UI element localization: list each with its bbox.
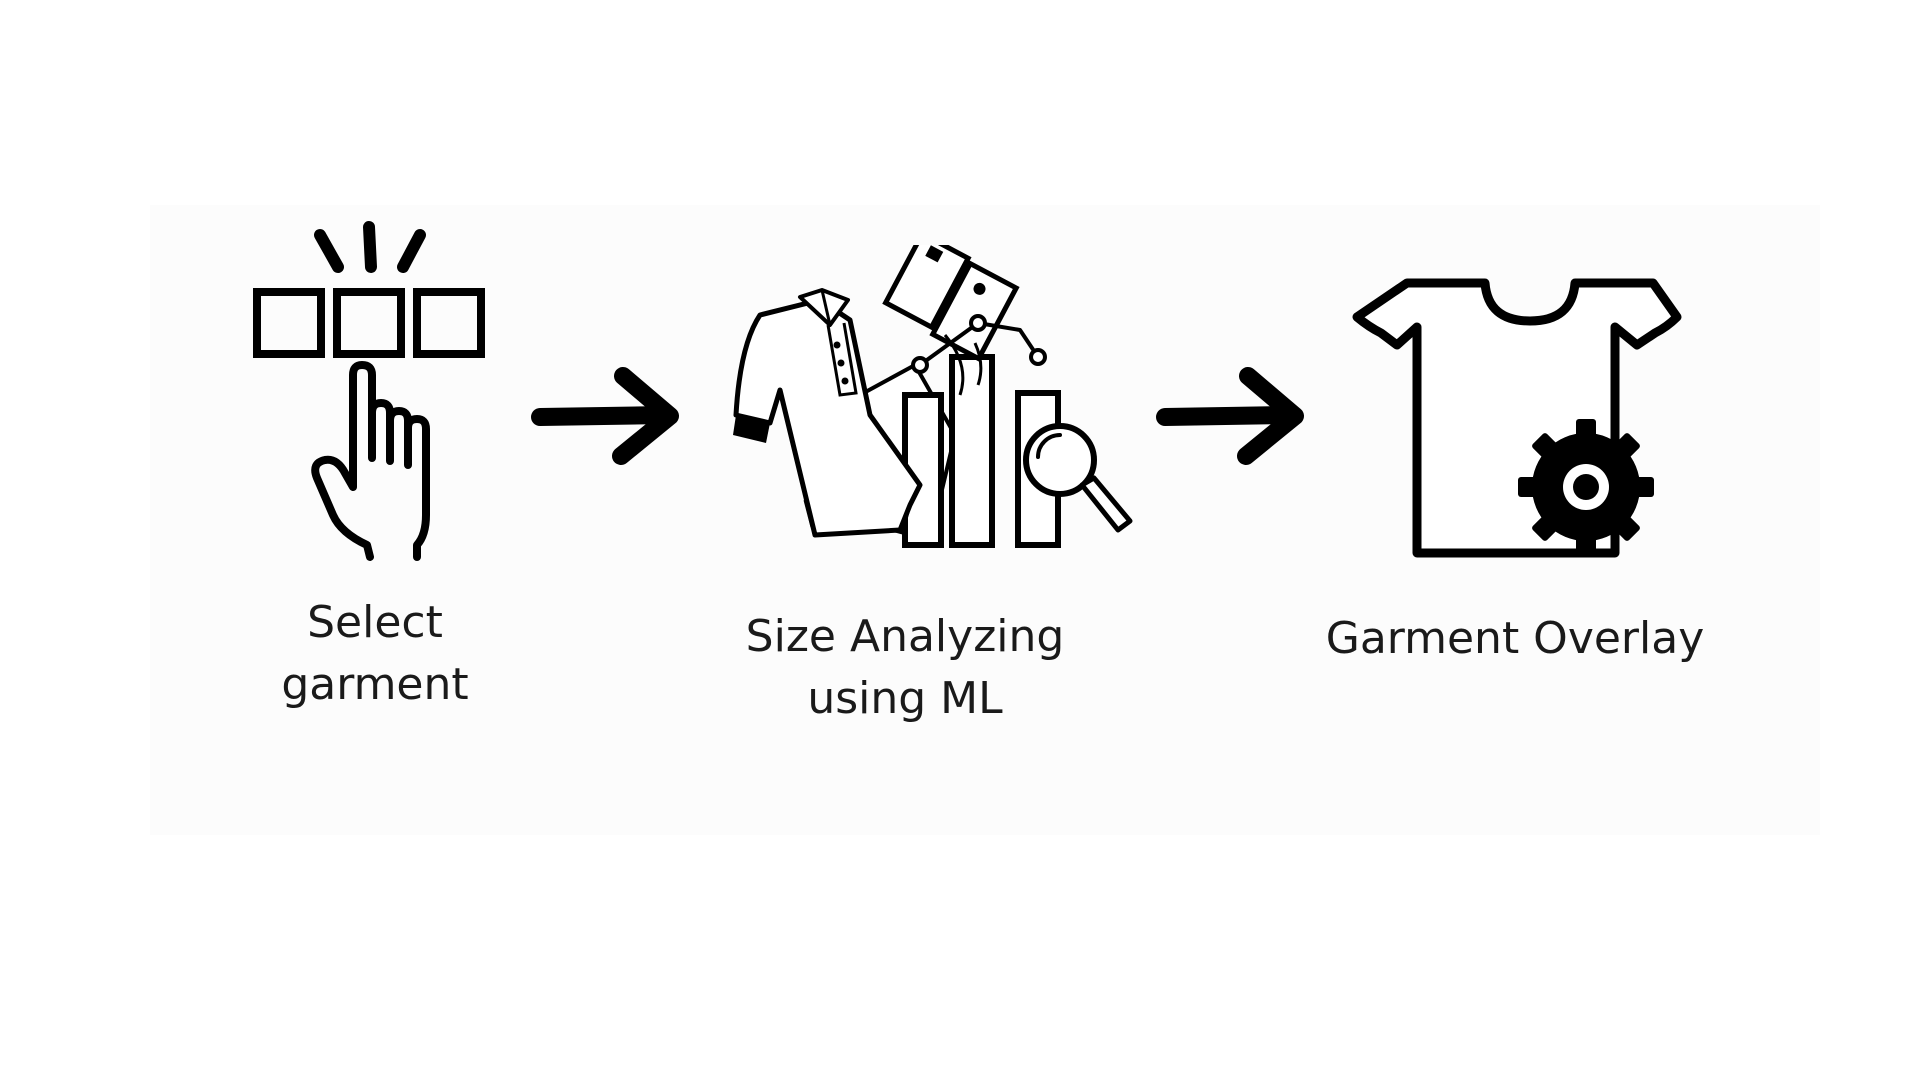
label-line: Garment Overlay [1325, 613, 1705, 664]
arrow-right-icon [1156, 367, 1304, 465]
label-line: garment [281, 659, 469, 710]
label-line: Size Analyzing [745, 611, 1065, 662]
size-analysis-chart-icon [733, 245, 1133, 548]
select-garment-hand-icon [253, 221, 485, 561]
label-line: Select [307, 597, 443, 648]
step-label-select-garment: Select garment [265, 592, 485, 716]
step-label-garment-overlay: Garment Overlay [1320, 608, 1710, 670]
step-label-size-analyzing: Size Analyzing using ML [725, 606, 1085, 730]
label-line: using ML [807, 673, 1003, 724]
arrow-right-icon [531, 367, 679, 465]
tshirt-gear-icon [1352, 278, 1682, 558]
